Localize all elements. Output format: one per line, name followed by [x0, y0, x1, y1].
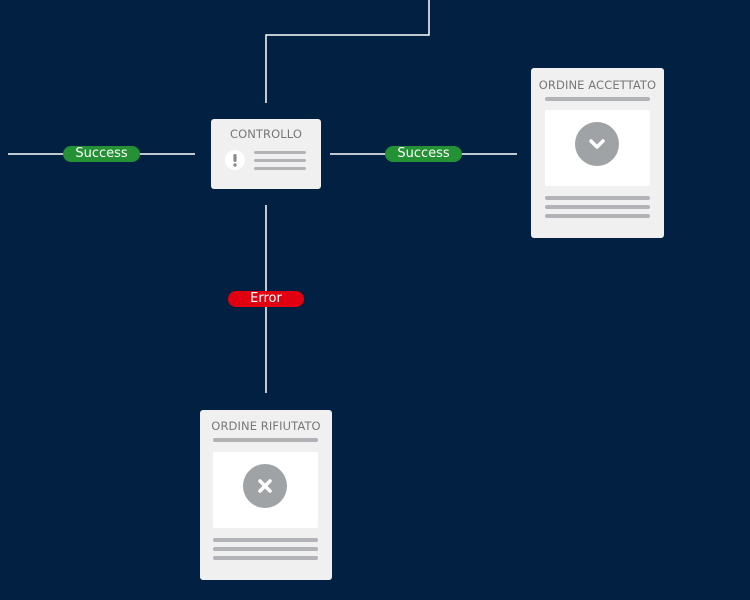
node-ordine-accettato-title: ORDINE ACCETTATO: [538, 78, 657, 92]
node-ordine-rifiutato-preview: [213, 452, 318, 528]
node-controllo-line-3: [254, 167, 306, 170]
edge-label-accepted-success: Success: [385, 146, 462, 162]
edge-label-rejected-error: Error: [228, 291, 304, 307]
chevron-down-icon: [589, 139, 605, 149]
node-ordine-rifiutato[interactable]: ORDINE RIFIUTATO: [200, 410, 332, 580]
node-ordine-rifiutato-line-3: [213, 556, 318, 560]
node-ordine-accettato-preview: [545, 110, 650, 186]
node-controllo[interactable]: CONTROLLO: [211, 119, 321, 189]
node-ordine-rifiutato-header-line: [213, 438, 318, 442]
node-ordine-accettato-line-2: [545, 205, 650, 209]
connector-from-top: [265, 0, 430, 103]
node-ordine-rifiutato-title: ORDINE RIFIUTATO: [211, 419, 321, 433]
node-controllo-line-2: [254, 159, 306, 162]
node-ordine-rifiutato-status: [243, 464, 287, 508]
node-ordine-accettato-line-1: [545, 196, 650, 200]
node-controllo-line-1: [254, 151, 306, 154]
node-controllo-title: CONTROLLO: [229, 127, 303, 141]
edge-label-incoming-success: Success: [63, 146, 140, 162]
node-ordine-accettato[interactable]: ORDINE ACCETTATO: [531, 68, 664, 238]
node-ordine-accettato-header-line: [545, 97, 650, 101]
node-ordine-accettato-status: [575, 122, 619, 166]
exclamation-icon: [225, 150, 245, 170]
node-ordine-rifiutato-line-2: [213, 547, 318, 551]
close-icon: [258, 479, 272, 493]
node-ordine-accettato-line-3: [545, 214, 650, 218]
node-ordine-rifiutato-line-1: [213, 538, 318, 542]
